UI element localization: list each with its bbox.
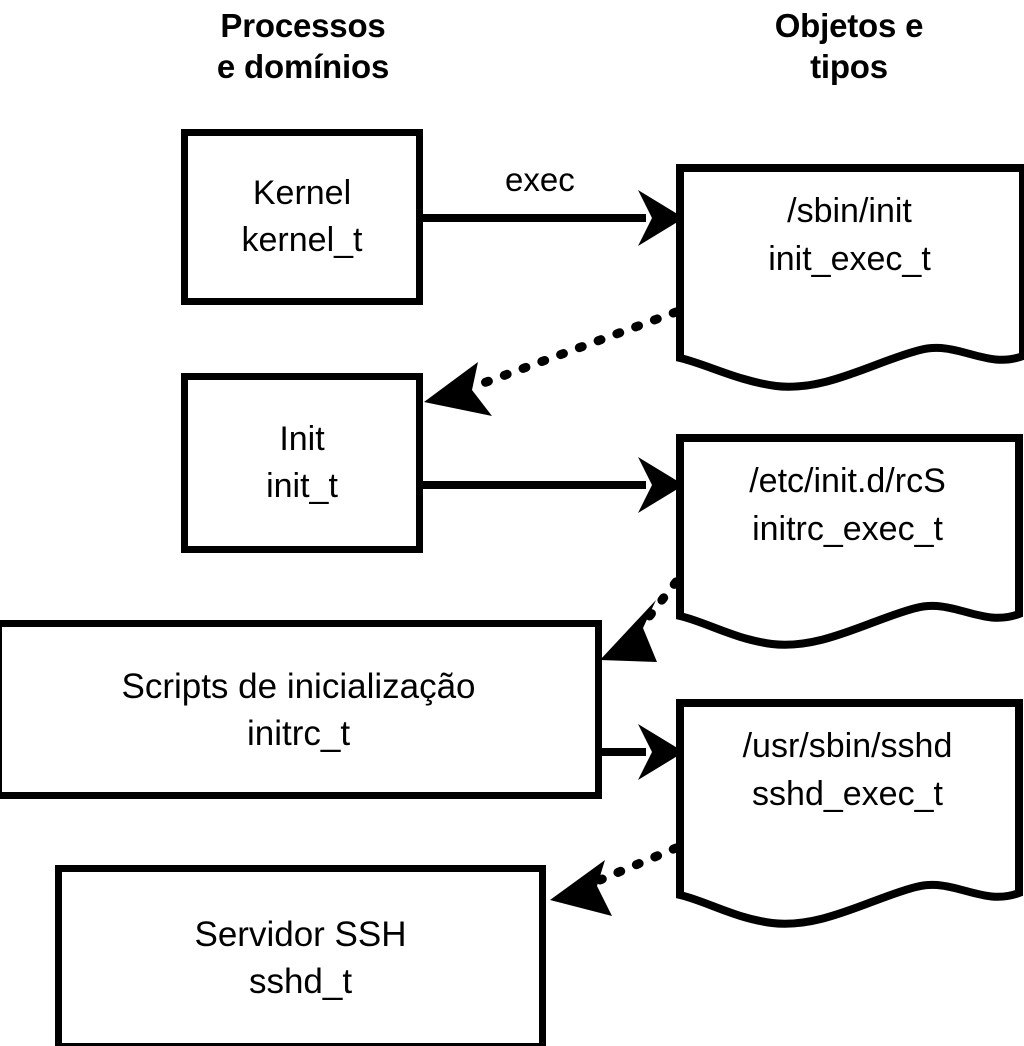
process-node-sshd-line1: Servidor SSH: [194, 914, 407, 954]
process-node-initrc-line1: Scripts de inicialização: [121, 666, 476, 706]
edge-initrc-exec-sshd_exec: [601, 724, 684, 780]
edge-init_exec-transition-init: [424, 307, 681, 416]
process-node-initrc-line2: initrc_t: [246, 713, 351, 753]
process-node-initrc: Scripts de inicialização initrc_t: [0, 620, 602, 799]
process-node-init-line1: Init: [279, 420, 325, 458]
object-node-initrc_exec-shape: [676, 434, 1024, 674]
process-node-init-line2: init_t: [266, 467, 338, 505]
edge-label-exec: exec: [505, 161, 575, 198]
process-node-sshd: Servidor SSH sshd_t: [55, 865, 546, 1046]
column-header-processes: Processos e domínios: [216, 7, 390, 85]
process-node-kernel: Kernel kernel_t: [181, 129, 423, 305]
process-node-kernel-line1: Kernel: [252, 174, 352, 212]
process-node-kernel-line2: kernel_t: [241, 221, 363, 259]
object-node-sshd_exec-shape: [676, 699, 1024, 939]
process-node-init: Init init_t: [181, 373, 423, 553]
object-node-init_exec-shape: [676, 164, 1024, 404]
column-header-objects: Objetos e tipos: [774, 7, 924, 85]
edge-init-exec-initrc_exec: [423, 457, 684, 513]
edge-initrc_exec-transition-initrc: [600, 577, 681, 662]
process-node-sshd-line2: sshd_t: [248, 961, 353, 1001]
edge-sshd_exec-transition-sshd: [550, 843, 681, 916]
